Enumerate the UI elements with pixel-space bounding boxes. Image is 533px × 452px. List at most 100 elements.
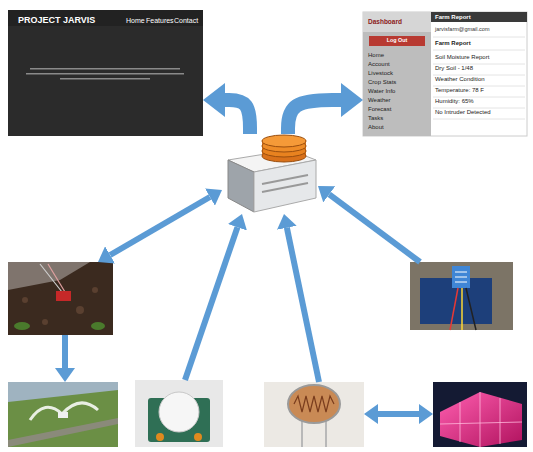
screen-text: Temperature: 78 F [435,87,484,94]
soil-speck [42,319,48,325]
paragraph-line [26,73,184,75]
field [8,382,118,447]
logout-button: Log Out [369,36,425,46]
row-line [433,86,525,87]
screen-text: Farm Report [435,40,471,47]
paragraph-line [30,68,180,70]
potentiometer [194,433,202,441]
ldr-leg [325,420,327,447]
greenhouse [440,392,522,447]
frame-line [500,398,501,444]
screen-text: Home [368,52,384,59]
ldr-photo [264,382,364,447]
screen-text: Forecast [368,106,391,113]
block-arrow [288,100,341,134]
soil-ground [8,262,113,335]
arrow [287,228,319,382]
row-line [433,64,525,65]
soil-speck [22,297,28,303]
screen-text: Dashboard [368,18,402,25]
soil-speck [76,306,84,314]
sprinkler-machine [58,412,68,418]
road [8,418,118,447]
ldr-disc [288,385,340,423]
ldr-leg [301,420,303,447]
dashboard-screenshot: PROJECT JARVIS HomeFeaturesContact [8,10,203,136]
screen-text: Contact [174,17,198,25]
screen-text: Humidity: 65% [435,98,474,105]
greenhouse-frame [440,392,522,447]
screen-background [363,12,527,136]
server-icon [222,134,318,214]
server-front [254,160,316,212]
row-line [433,97,525,98]
arrow [185,227,237,380]
arrow [62,335,68,368]
sky [8,382,118,402]
photo-background [135,380,223,447]
arrow [110,197,210,255]
soil-speck [92,287,98,293]
sprinkler-photo [8,382,118,447]
screen-text: PROJECT JARVIS [18,16,95,26]
paragraph-line [60,78,150,80]
leaf [14,322,30,330]
screen-text: No Intruder Detected [435,109,491,116]
ldr-track [294,396,334,412]
screen-text: Account [368,61,390,68]
sensor-board-photo [410,262,513,330]
sensor-grid [455,282,467,283]
sensor-board [56,291,71,301]
greenhouse-photo [433,382,527,447]
database-stack [262,135,306,162]
frame-line [460,402,461,442]
night-sky [433,382,527,447]
header-bar [431,12,527,22]
server-slot [262,175,308,184]
screen-text: Home [126,17,145,25]
screen-text: About [368,124,384,131]
wire [466,288,476,330]
block-arrow [225,100,250,134]
photo-background [264,382,364,447]
sensor-grid [455,277,467,278]
soil-sensor-photo [8,262,113,335]
wire [461,288,463,330]
row-line [433,75,525,76]
wire [48,264,65,292]
server-side [228,160,254,212]
screen-text: jarvisfarm@gmail.com [435,26,489,32]
screen-text: Crop Stats [368,79,396,86]
row-line [433,119,525,120]
screen-text: Water Info [368,88,395,95]
sidebar-top [363,12,431,32]
dht-sensor [452,266,470,288]
button-label: Log Out [369,38,425,44]
screen-text: Livestock [368,70,393,77]
tabletop [410,262,513,330]
frame-line [480,392,481,447]
leaf [91,322,105,330]
nav-bar [8,10,203,26]
screen-background [8,10,203,136]
screen-text: Tasks [368,115,383,122]
database-disc [262,135,306,147]
wire [450,288,458,330]
screen-text: Soil Moisture Report [435,54,489,61]
server-slot [262,183,308,192]
water-spray [30,407,62,420]
pir-sensor-photo [135,380,223,447]
row-line [433,50,525,51]
screen-text: Dry Soil - 1/48 [435,65,473,72]
screen-text: Weather Condition [435,76,485,83]
frame-line [440,422,522,424]
potentiometer [156,433,164,441]
sensor-grid [455,272,467,273]
row-line [433,37,525,38]
farm-report-screenshot: DashboardFarm Reportjarvisfarm@gmail.com… [363,12,527,136]
arrow [329,194,420,262]
sidebar [363,12,431,136]
screen-text: Features [146,17,174,25]
screen-text: Farm Report [435,14,471,21]
